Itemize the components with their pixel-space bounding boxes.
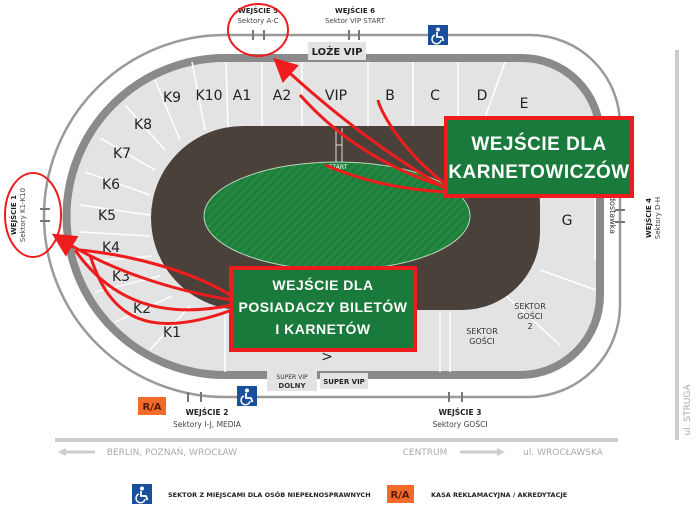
gate-2[interactable]: WEJŚCIE 2 Sektory I-J, MEDIA bbox=[173, 408, 242, 429]
sector-g[interactable]: G bbox=[562, 213, 573, 229]
arrow-to-gate-1 bbox=[51, 233, 233, 302]
gate-2-title: WEJŚCIE 2 bbox=[186, 408, 229, 417]
gate-1-title: WEJŚCIE 1 bbox=[9, 195, 18, 235]
arrow-to-gate-5 bbox=[273, 57, 449, 192]
sector-k1[interactable]: K1 bbox=[163, 325, 181, 341]
super-vip-box bbox=[320, 373, 368, 389]
callout-season-line2: KARNETOWICZÓW bbox=[448, 161, 629, 183]
gate-3[interactable]: WEJŚCIE 3 Sektory GOŚCI bbox=[432, 408, 487, 429]
legend-ra-label: R/A bbox=[390, 490, 409, 501]
sector-d[interactable]: D bbox=[477, 88, 488, 104]
gate-5-title: WEJŚCIE 5 bbox=[238, 6, 278, 15]
gate-5-sub: Sektory A-C bbox=[237, 17, 278, 25]
sector-k9[interactable]: K9 bbox=[163, 90, 181, 106]
gate-4-title: WEJŚCIE 4 bbox=[644, 198, 653, 238]
legend-ra-badge bbox=[387, 485, 414, 503]
annotations bbox=[4, 3, 289, 258]
callout-season-ticket-entrance: WEJŚCIE DLA KARNETOWICZÓW bbox=[444, 116, 634, 198]
callout-tickets-line3: I KARNETÓW bbox=[275, 320, 371, 337]
gate-3-title: WEJŚCIE 3 bbox=[439, 408, 482, 417]
road-label-struga: ul. STRUGA bbox=[683, 384, 693, 436]
road-label-west: BERLIN, POZNAŃ, WROCŁAW bbox=[107, 446, 238, 458]
sector-bottom[interactable]: > bbox=[321, 349, 333, 365]
callout-tickets-line1: WEJŚCIE DLA bbox=[272, 276, 373, 293]
sector-gosci2-line2: GOŚCI bbox=[517, 310, 543, 321]
super-vip-label: SUPER VIP bbox=[323, 378, 365, 386]
ra-badge-label: R/A bbox=[142, 402, 161, 413]
gate-2-sub: Sektory I-J, MEDIA bbox=[173, 420, 242, 429]
sector-a1[interactable]: A1 bbox=[233, 88, 251, 104]
sector-gosci2-line3: 2 bbox=[527, 322, 532, 331]
sector-k7[interactable]: K7 bbox=[113, 146, 131, 162]
arrows bbox=[51, 57, 449, 326]
sector-b[interactable]: B bbox=[385, 88, 395, 104]
gate-6-sub: Sektor VIP START bbox=[325, 17, 386, 25]
arrow-left-head-icon bbox=[58, 448, 66, 456]
highlight-circle-gate-5 bbox=[227, 3, 289, 57]
sector-k5[interactable]: K5 bbox=[98, 208, 116, 224]
gate-1[interactable]: WEJŚCIE 1 Sektory K1-K10 bbox=[9, 188, 27, 242]
loze-vip-label: LOŻE VIP bbox=[312, 44, 363, 58]
gate-ticks bbox=[40, 30, 625, 402]
callout-ticket-entrance: WEJŚCIE DLA POSIADACZY BILETÓW I KARNETÓ… bbox=[229, 266, 417, 352]
sector-gosci[interactable]: SEKTOR GOŚCI bbox=[466, 327, 498, 346]
legend: SEKTOR Z MIEJSCAMI DLA OSÓB NIEPEŁNOSPRA… bbox=[131, 483, 567, 505]
callout-season-line1: WEJŚCIE DLA bbox=[471, 133, 606, 155]
wheelchair-icon bbox=[427, 24, 449, 46]
sector-gosci-line2: GOŚCI bbox=[469, 335, 495, 346]
loze-vip-box bbox=[308, 42, 366, 60]
legend-wheelchair-icon bbox=[131, 483, 153, 505]
arrow-right-head-icon bbox=[497, 448, 505, 456]
gate-4[interactable]: WEJŚCIE 4 Sektory D-H bbox=[644, 197, 662, 239]
sector-a2[interactable]: A2 bbox=[273, 88, 291, 104]
gate-3-sub: Sektory GOŚCI bbox=[432, 420, 487, 429]
gate-4-sub: Sektory D-H bbox=[654, 197, 662, 239]
wheelchair-icon bbox=[236, 385, 258, 407]
sector-dostawka[interactable]: dostawka bbox=[608, 196, 617, 234]
sector-vip[interactable]: VIP bbox=[325, 88, 347, 104]
ra-badge bbox=[138, 397, 166, 415]
highlight-circle-gate-1 bbox=[4, 172, 62, 258]
super-vip-dolny-line2: DOLNY bbox=[278, 382, 306, 390]
sector-k6[interactable]: K6 bbox=[102, 177, 120, 193]
sector-gosci-line1: SEKTOR bbox=[466, 327, 498, 336]
legend-disabled-label: SEKTOR Z MIEJSCAMI DLA OSÓB NIEPEŁNOSPRA… bbox=[168, 490, 371, 499]
gate-6[interactable]: WEJŚCIE 6 Sektor VIP START bbox=[325, 6, 386, 25]
sector-e[interactable]: E bbox=[520, 96, 529, 112]
super-vip-dolny-box bbox=[267, 371, 317, 391]
sector-k8[interactable]: K8 bbox=[134, 117, 152, 133]
sector-gosci-2[interactable]: SEKTOR GOŚCI 2 bbox=[514, 302, 546, 331]
road-label-wroclawska: ul. WROCŁAWSKA bbox=[523, 448, 604, 458]
super-vip-dolny-line1: SUPER VIP bbox=[276, 374, 308, 381]
gate-5[interactable]: WEJŚCIE 5 Sektory A-C bbox=[237, 6, 278, 25]
legend-ra-text: KASA REKLAMACYJNA / AKREDYTACJE bbox=[431, 491, 567, 499]
road-label-centrum: CENTRUM bbox=[403, 448, 448, 458]
start-label: START bbox=[329, 164, 348, 171]
gate-1-sub: Sektory K1-K10 bbox=[19, 188, 27, 242]
sector-k10[interactable]: K10 bbox=[196, 88, 223, 104]
gate-6-title: WEJŚCIE 6 bbox=[335, 6, 375, 15]
sector-c[interactable]: C bbox=[430, 88, 440, 104]
sector-gosci2-line1: SEKTOR bbox=[514, 302, 546, 311]
callout-tickets-line2: POSIADACZY BILETÓW bbox=[239, 298, 408, 315]
